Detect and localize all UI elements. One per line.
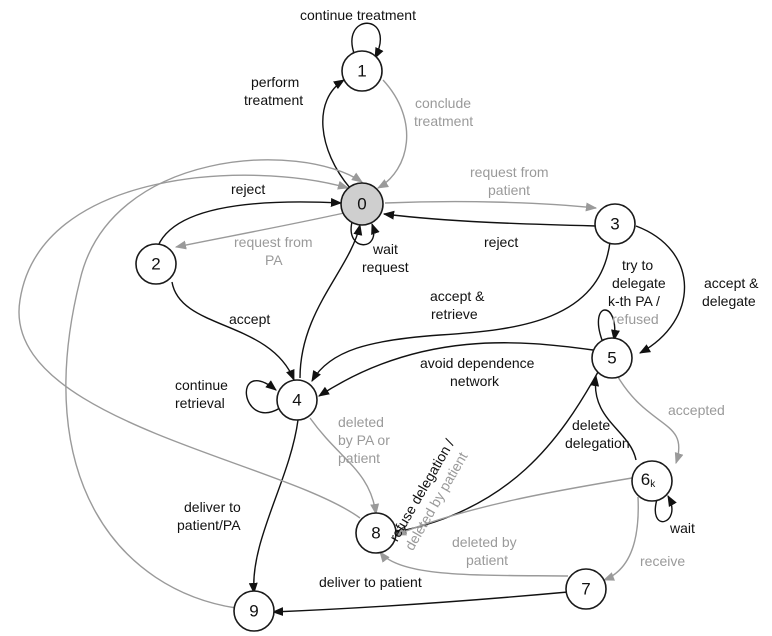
svg-text:0: 0 bbox=[357, 195, 366, 214]
state-7: 7 bbox=[565, 568, 607, 610]
edge-2-to-4-accept bbox=[171, 281, 295, 382]
label-perform-treatment-2: treatment bbox=[244, 92, 303, 108]
edge-6k-to-8-deleted bbox=[394, 477, 633, 536]
state-2: 2 bbox=[135, 243, 177, 285]
label-deliver-patient-pa-2: patient/PA bbox=[177, 517, 241, 533]
state-3: 3 bbox=[594, 203, 636, 245]
edge-4-to-0-link bbox=[299, 223, 363, 379]
label-deleted-by-patient-1: deleted by bbox=[452, 534, 517, 550]
label-try-delegate-3: k-th PA / bbox=[608, 293, 660, 309]
edge-3-to-5-accept-delegate bbox=[635, 225, 686, 354]
label-request-from-pa-2: PA bbox=[265, 252, 283, 268]
label-request-from-patient-2: patient bbox=[488, 182, 530, 198]
edge-7-to-9-deliver-to-patient bbox=[271, 591, 569, 617]
edge-0-self-wait-request bbox=[350, 221, 380, 246]
state-6k: 6k bbox=[631, 460, 673, 502]
edge-6k-to-7-receive bbox=[602, 496, 639, 581]
label-deleted-by-pa-1: deleted bbox=[338, 414, 384, 430]
label-wait-request-1: wait bbox=[372, 241, 398, 257]
state-4: 4 bbox=[276, 379, 318, 421]
label-deleted-by-pa-2: by PA or bbox=[338, 432, 390, 448]
edge-6k-to-5-delete-delegation bbox=[590, 374, 637, 461]
label-avoid-dependence-1: avoid dependence bbox=[420, 355, 535, 371]
svg-text:1: 1 bbox=[357, 62, 366, 81]
edge-5-to-8-refuse-delegation bbox=[394, 371, 599, 535]
label-reject-2-to-0: reject bbox=[231, 181, 265, 197]
edge-4-self-continue-retrieval bbox=[245, 380, 281, 414]
label-deleted-by-patient-2: patient bbox=[466, 552, 508, 568]
label-perform-treatment-1: perform bbox=[251, 74, 299, 90]
edge-2-to-0-reject bbox=[157, 198, 343, 247]
label-conclude-treatment-2: treatment bbox=[414, 113, 473, 129]
edge-0-to-3-request-from-patient bbox=[384, 200, 598, 212]
svg-text:7: 7 bbox=[581, 580, 590, 599]
svg-text:9: 9 bbox=[249, 602, 258, 621]
label-continue-retrieval-1: continue bbox=[175, 377, 228, 393]
label-request-from-patient-1: request from bbox=[470, 164, 549, 180]
label-accept: accept bbox=[229, 311, 270, 327]
edge-5-self-try-delegate bbox=[597, 309, 620, 342]
label-deliver-to-patient: deliver to patient bbox=[319, 574, 422, 590]
edge-4-to-9-deliver bbox=[248, 419, 299, 595]
label-reject-3-to-0: reject bbox=[484, 234, 518, 250]
edge-9-to-0-long bbox=[65, 159, 363, 609]
label-receive: receive bbox=[640, 553, 685, 569]
label-request-from-pa-1: request from bbox=[234, 234, 313, 250]
svg-text:8: 8 bbox=[371, 524, 380, 543]
label-avoid-dependence-2: network bbox=[450, 373, 500, 389]
svg-text:3: 3 bbox=[610, 215, 619, 234]
edge-5-to-4-avoid-dependence bbox=[318, 342, 594, 397]
state-9: 9 bbox=[233, 590, 275, 632]
label-accept-delegate-2: delegate bbox=[702, 293, 756, 309]
label-try-delegate-1: try to bbox=[622, 257, 653, 273]
svg-text:6k: 6k bbox=[641, 470, 656, 490]
label-continue-treatment: continue treatment bbox=[300, 7, 416, 23]
edge-4-to-8-deleted-by-pa bbox=[309, 417, 380, 516]
label-wait-request-2: request bbox=[362, 259, 409, 275]
edge-1-to-0-conclude-treatment bbox=[377, 79, 408, 189]
edge-3-to-0-reject bbox=[382, 210, 597, 227]
state-1: 1 bbox=[341, 50, 383, 92]
state-0-initial: 0 bbox=[340, 182, 384, 226]
label-delete-delegation-2: delegation bbox=[565, 435, 630, 451]
edge-1-self-continue-treatment bbox=[351, 22, 384, 60]
label-accept-retrieve-1: accept & bbox=[430, 288, 485, 304]
label-deliver-patient-pa-1: deliver to bbox=[184, 499, 241, 515]
edge-6k-self-wait bbox=[654, 495, 677, 523]
label-deleted-by-pa-3: patient bbox=[338, 450, 380, 466]
svg-text:2: 2 bbox=[151, 255, 160, 274]
label-continue-retrieval-2: retrieval bbox=[175, 395, 225, 411]
label-conclude-treatment-1: conclude bbox=[415, 95, 471, 111]
state-8: 8 bbox=[355, 512, 397, 554]
label-try-delegate-4: refused bbox=[612, 311, 659, 327]
edge-7-to-8-deleted-by-patient bbox=[379, 551, 569, 577]
label-delete-delegation-1: delete bbox=[572, 417, 610, 433]
edge-8-to-0-long bbox=[18, 174, 361, 519]
label-accept-retrieve-2: retrieve bbox=[431, 306, 478, 322]
edge-5-to-6k-accepted bbox=[617, 376, 684, 465]
label-accept-delegate-1: accept & bbox=[704, 275, 759, 291]
svg-text:5: 5 bbox=[607, 349, 616, 368]
label-accepted: accepted bbox=[668, 402, 725, 418]
edge-3-to-4-accept-retrieve bbox=[311, 241, 611, 382]
edge-0-to-1-perform-treatment bbox=[322, 79, 351, 189]
label-wait: wait bbox=[669, 520, 695, 536]
edge-0-to-2-request-from-pa bbox=[174, 212, 345, 250]
label-try-delegate-2: delegate bbox=[612, 275, 666, 291]
svg-text:4: 4 bbox=[292, 391, 301, 410]
state-5: 5 bbox=[591, 337, 633, 379]
